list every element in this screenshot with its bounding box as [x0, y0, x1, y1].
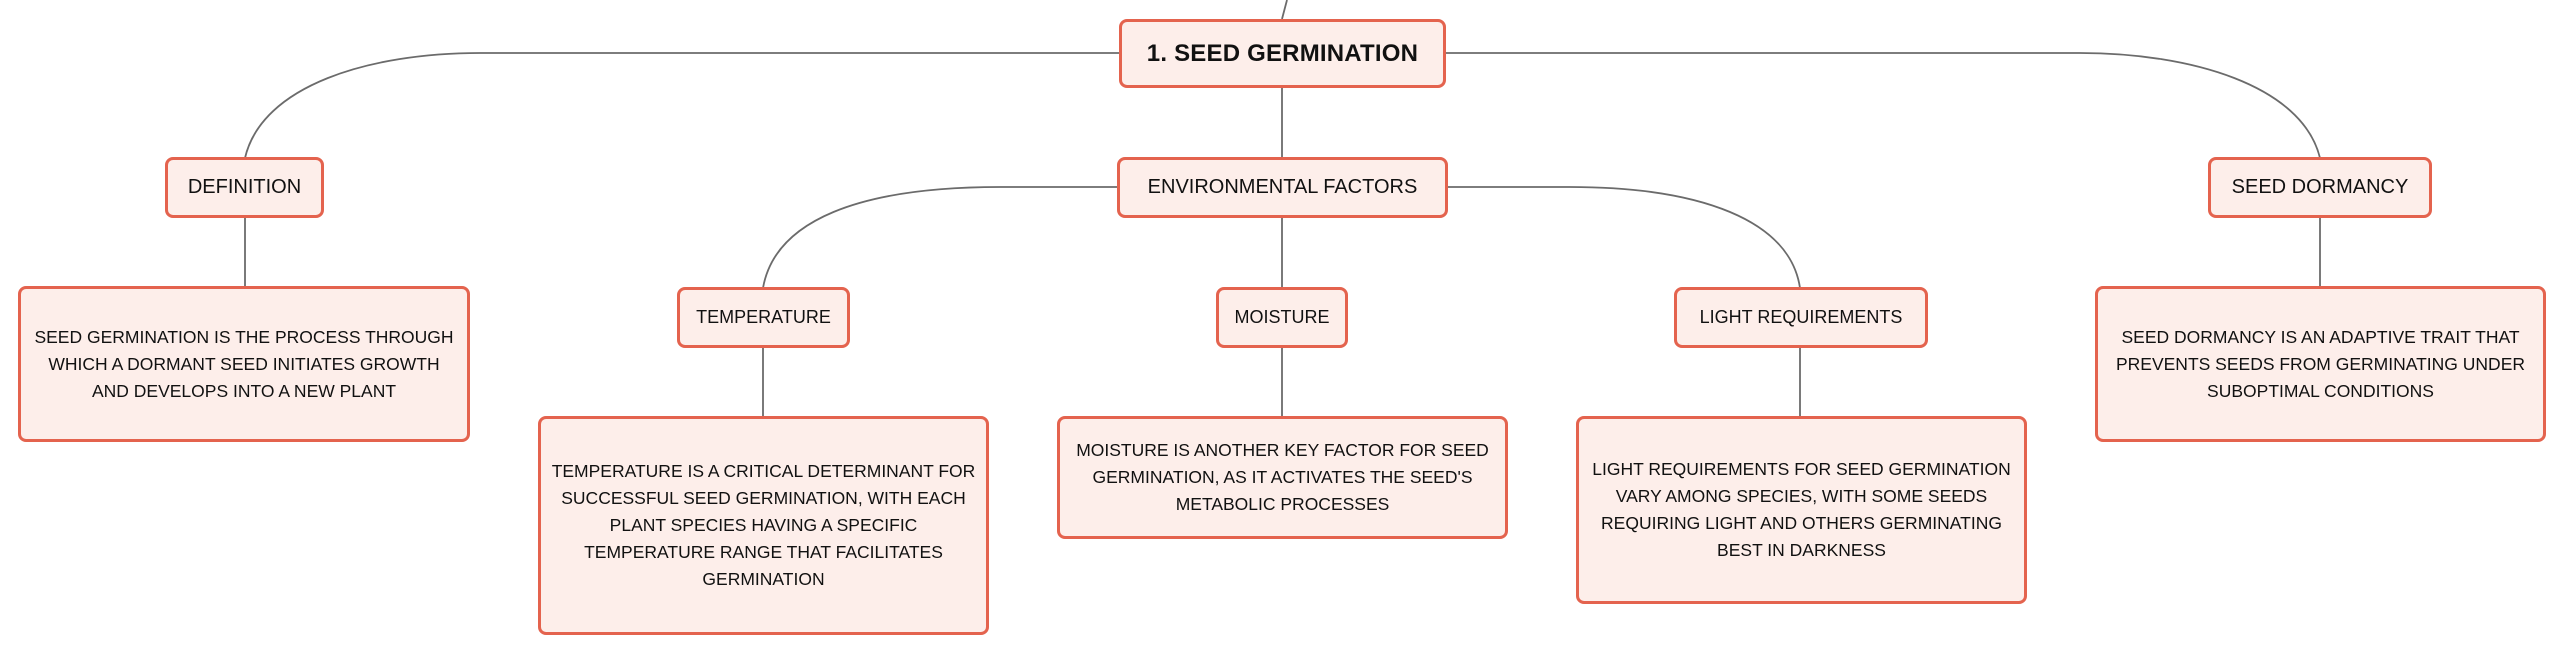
desc-text-moisture: MOISTURE IS ANOTHER KEY FACTOR FOR SEED … — [1076, 440, 1489, 514]
desc-text-seed-dormancy: SEED DORMANCY IS AN ADAPTIVE TRAIT THAT … — [2115, 326, 2526, 401]
branch-node-definition[interactable]: DEFINITION — [165, 157, 324, 218]
sub-node-temperature[interactable]: TEMPERATURE — [677, 287, 850, 348]
desc-node-temperature[interactable]: TEMPERATURE IS A CRITICAL DETERMINANT FO… — [538, 416, 989, 635]
connector-environmental-to-light — [1448, 186, 1801, 289]
branch-node-seed-dormancy[interactable]: SEED DORMANCY — [2208, 157, 2432, 218]
sub-node-moisture[interactable]: MOISTURE — [1216, 287, 1348, 348]
branch-node-environmental-factors[interactable]: ENVIRONMENTAL FACTORS — [1117, 157, 1448, 218]
root-node[interactable]: 1. SEED GERMINATION — [1119, 19, 1446, 88]
desc-text-temperature: TEMPERATURE IS A CRITICAL DETERMINANT FO… — [551, 461, 976, 589]
sub-label-moisture: MOISTURE — [1234, 307, 1330, 327]
desc-text-definition: SEED GERMINATION IS THE PROCESS THROUGH … — [34, 326, 454, 401]
desc-node-moisture[interactable]: MOISTURE IS ANOTHER KEY FACTOR FOR SEED … — [1057, 416, 1508, 539]
connector-environmental-to-temperature — [762, 186, 1118, 289]
root-label: 1. SEED GERMINATION — [1146, 39, 1419, 67]
sub-label-temperature: TEMPERATURE — [696, 307, 831, 327]
branch-label-seed-dormancy: SEED DORMANCY — [2231, 176, 2409, 198]
branch-label-definition: DEFINITION — [187, 176, 302, 198]
sub-node-light-requirements[interactable]: LIGHT REQUIREMENTS — [1674, 287, 1928, 348]
branch-label-environmental-factors: ENVIRONMENTAL FACTORS — [1147, 176, 1418, 198]
connector-root-to-definition — [244, 52, 1120, 159]
desc-node-light-requirements[interactable]: LIGHT REQUIREMENTS FOR SEED GERMINATION … — [1576, 416, 2027, 604]
desc-node-definition[interactable]: SEED GERMINATION IS THE PROCESS THROUGH … — [18, 286, 470, 442]
connector-parent-to-root — [1281, 0, 1288, 20]
desc-node-seed-dormancy[interactable]: SEED DORMANCY IS AN ADAPTIVE TRAIT THAT … — [2095, 286, 2546, 442]
sub-label-light-requirements: LIGHT REQUIREMENTS — [1699, 307, 1903, 327]
desc-text-light-requirements: LIGHT REQUIREMENTS FOR SEED GERMINATION … — [1592, 459, 2011, 560]
connector-root-to-seed-dormancy — [1446, 52, 2321, 159]
